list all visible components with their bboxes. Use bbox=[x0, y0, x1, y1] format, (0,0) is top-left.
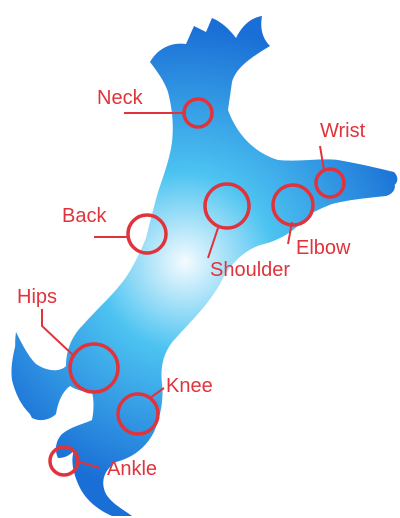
dog-body-shape bbox=[15, 16, 397, 516]
neck-label: Neck bbox=[97, 87, 144, 109]
wrist-label: Wrist bbox=[320, 120, 366, 142]
shoulder-label: Shoulder bbox=[210, 259, 290, 281]
elbow-label: Elbow bbox=[296, 237, 351, 259]
back-label: Back bbox=[62, 205, 107, 227]
dog-silhouette bbox=[11, 16, 397, 516]
hips-label: Hips bbox=[17, 286, 57, 308]
knee-label: Knee bbox=[166, 375, 213, 397]
ankle-label: Ankle bbox=[107, 458, 157, 480]
